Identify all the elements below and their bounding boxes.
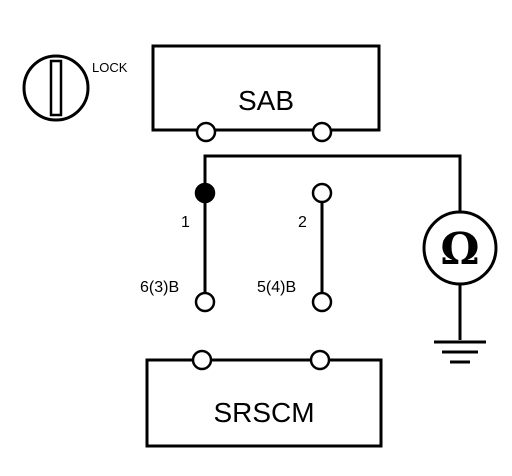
sab-label: SAB [238, 85, 294, 116]
pin1-terminal-bottom [194, 291, 216, 313]
pin1-probe-point [194, 182, 216, 204]
srscm-label: SRSCM [213, 397, 314, 428]
pin2-terminal-label: 5(4)B [257, 279, 296, 296]
srscm-terminal-1 [191, 349, 213, 371]
srscm-box [145, 358, 383, 448]
ohmmeter-icon [422, 210, 498, 286]
pin2-terminal-top [311, 182, 333, 204]
pin2-terminal-bottom [311, 291, 333, 313]
sab-box [151, 44, 381, 132]
ignition-key-icon [22, 54, 90, 122]
measurement-wire [203, 154, 462, 212]
pin1-label: 1 [181, 214, 190, 231]
sab-terminal-2 [311, 121, 333, 143]
lock-label: LOCK [92, 60, 128, 75]
pin1-terminal-label: 6(3)B [140, 279, 179, 296]
ground-icon [434, 340, 486, 364]
pin2-label: 2 [298, 214, 307, 231]
srscm-terminal-2 [309, 349, 331, 371]
ohm-symbol: Ω [440, 224, 479, 275]
sab-terminal-1 [195, 121, 217, 143]
